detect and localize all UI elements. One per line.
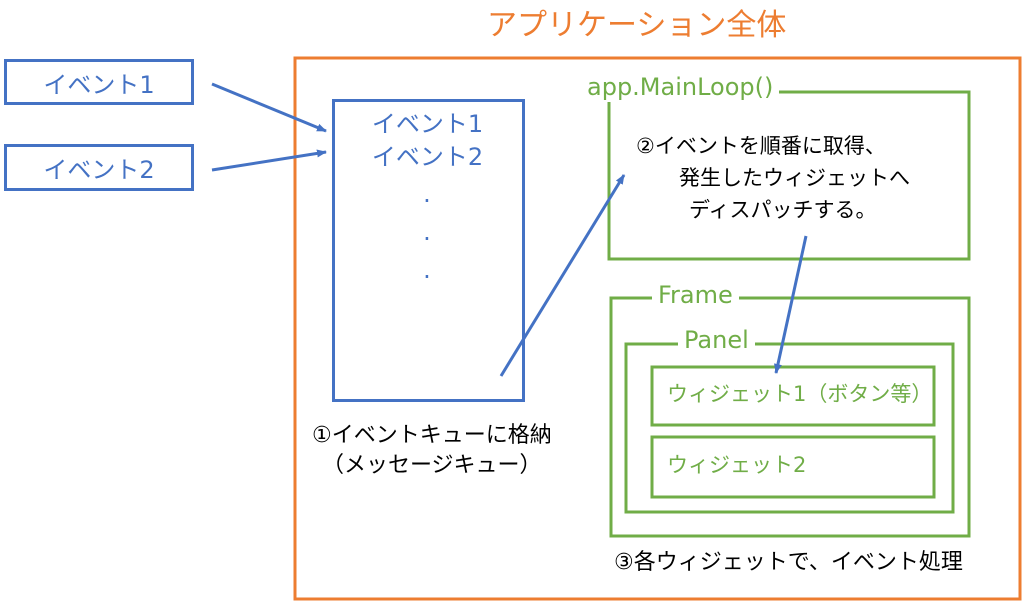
arrow-mainloop-to-widget [774, 235, 808, 374]
widget-1-label: ウィジェット1（ボタン等） [667, 382, 933, 406]
application-title: アプリケーション全体 [487, 8, 787, 43]
queue-ellipsis-dot: . [423, 180, 431, 208]
queue-caption-line-1: ①イベントキューに格納 [312, 423, 552, 448]
mainloop-description-line-3: ディスパッチする。 [689, 198, 877, 222]
application-box [293, 56, 1022, 601]
queue-caption-line-2: （メッセージキュー） [322, 453, 542, 478]
widget-2-label: ウィジェット2 [667, 453, 807, 477]
panel-box [624, 342, 955, 514]
arrow-event1-to-queue [211, 82, 327, 133]
widgets-caption: ③各ウィジェットで、イベント処理 [614, 550, 963, 575]
input-event-1: イベント1 [4, 59, 194, 105]
widget-1-box [650, 365, 936, 427]
mainloop-box [607, 90, 971, 261]
queue-item-1: イベント1 [371, 110, 484, 138]
frame-box [609, 296, 971, 538]
queue-ellipsis-dot: . [423, 218, 431, 246]
queue-ellipsis-dot: . [423, 256, 431, 284]
arrow-queue-to-mainloop [499, 174, 626, 377]
mainloop-label: app.MainLoop() [581, 73, 780, 102]
queue-item-2: イベント2 [371, 143, 484, 171]
panel-label: Panel [678, 326, 755, 355]
arrow-event2-to-queue [211, 149, 327, 172]
input-event-1-label: イベント1 [43, 70, 155, 99]
input-event-2-label: イベント2 [43, 156, 155, 184]
mainloop-description-line-2: 発生したウィジェットへ [679, 166, 910, 190]
event-queue-box [332, 99, 525, 402]
widget-2-box [650, 435, 936, 499]
input-event-2: イベント2 [4, 144, 194, 191]
frame-label: Frame [652, 281, 739, 310]
mainloop-description-line-1: ②イベントを順番に取得、 [636, 134, 886, 158]
